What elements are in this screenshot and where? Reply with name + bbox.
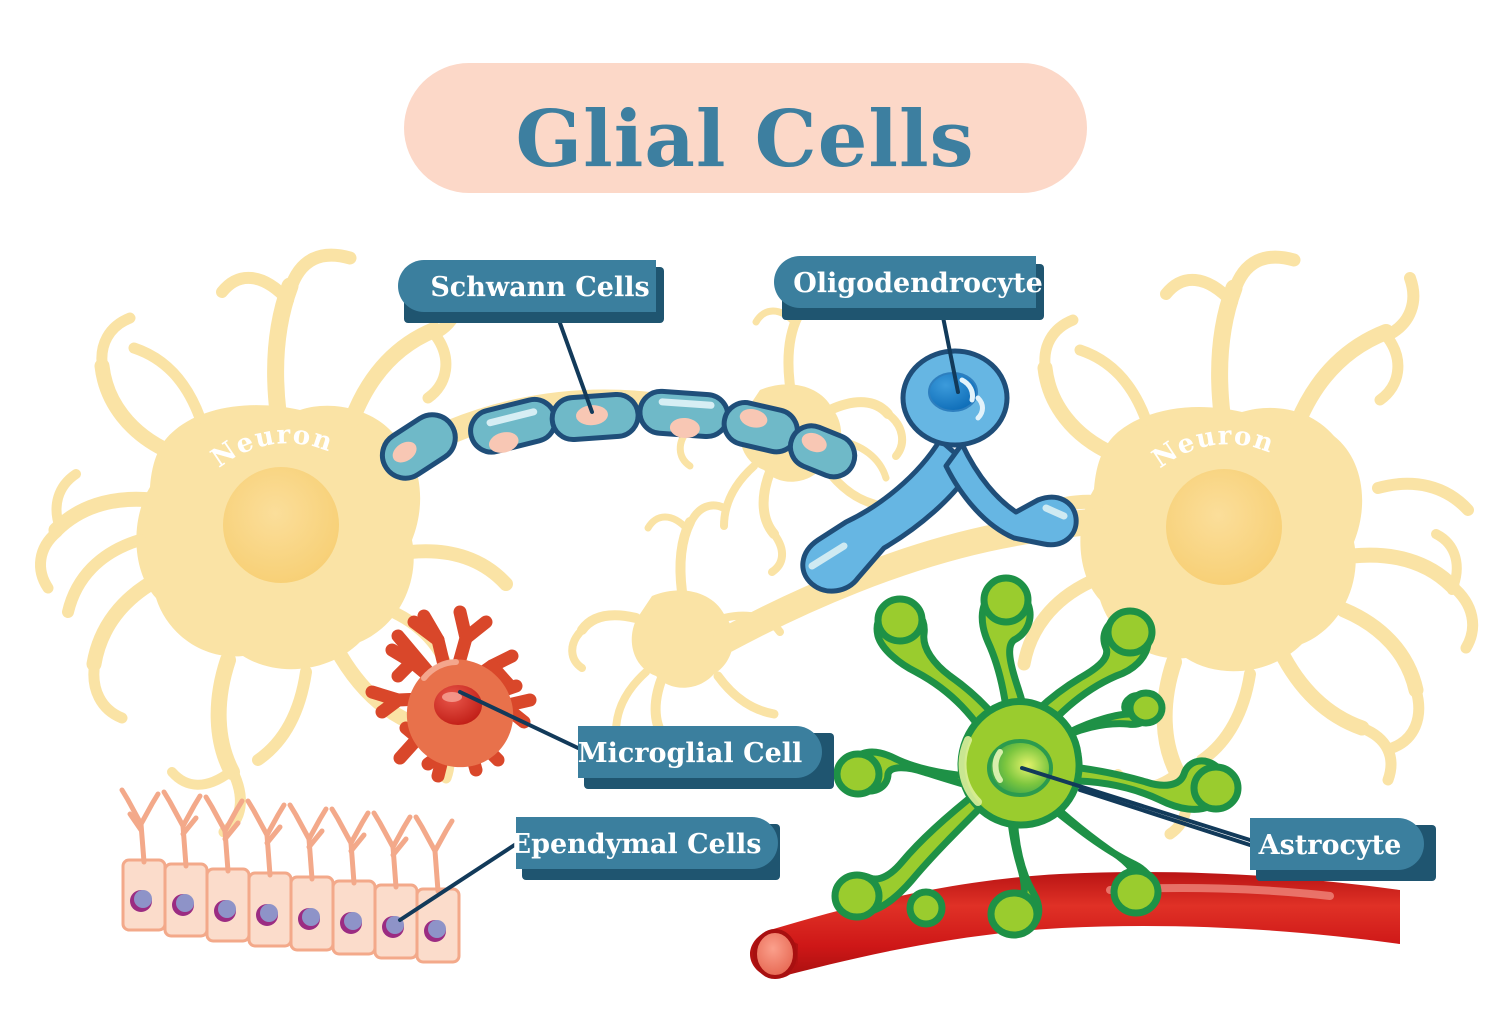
label-ependymal-cells[interactable]: Ependymal Cells [511,817,780,880]
astrocyte-end-foot [980,574,1032,626]
schwann-cell [721,400,800,455]
ependymal-cell [413,814,461,964]
label-oligodendrocyte-text: Oligodendrocyte [793,268,1043,299]
title-banner: Glial Cells [404,63,1087,193]
ependymal-cell [203,794,251,943]
astrocyte-end-foot [1126,689,1166,727]
microglial-cell [365,605,537,783]
oligodendrocyte-cell [800,348,1079,594]
label-ependymal-cells-text: Ependymal Cells [511,829,762,860]
ependymal-cell [287,802,335,952]
ependymal-cells-group [119,787,461,964]
astrocyte-end-foot [831,871,883,921]
astrocyte-end-foot [987,889,1041,939]
leader-line-astrocyte-2 [1078,788,1252,847]
label-microglial-cell[interactable]: Microglial Cell [578,726,834,789]
astrocyte-end-foot [1104,607,1156,657]
ependymal-cell [245,798,293,948]
neuron-right-nucleus [1166,469,1282,585]
label-oligodendrocyte[interactable]: Oligodendrocyte [774,256,1044,320]
label-background [1250,818,1424,870]
microglial-nucleus [434,685,482,725]
leader-line-astrocyte [1020,766,1252,842]
leader-line-schwann [554,310,594,414]
label-schwann-cells-text: Schwann Cells [430,272,649,303]
title-banner-background [404,63,1087,193]
astrocyte-end-foot [906,888,946,928]
label-background [516,817,778,869]
label-background [578,726,822,778]
astrocyte-end-foot [874,595,926,645]
astrocyte-end-foot [1190,763,1242,813]
leader-line-oligodendrocyte [940,310,960,394]
ependymal-cell [121,858,123,860]
page-title: Glial Cells [515,94,974,185]
ependymal-cell [161,789,209,938]
ependymal-cell [119,787,167,932]
label-background [398,260,656,312]
schwann-cell [379,412,458,481]
neuron-left: Neuron [35,248,513,838]
label-background [774,256,1036,308]
leader-line-ependymal [398,842,518,922]
schwann-cell [787,423,858,480]
leader-lines [398,310,1252,922]
leader-line-microglial [458,690,580,750]
astrocyte-cell [831,574,1242,939]
label-astrocyte-text: Astrocyte [1258,830,1402,861]
neuron-left-nucleus [223,467,339,583]
ependymal-cell [329,806,377,956]
astrocyte-end-foot [833,750,883,798]
label-microglial-cell-text: Microglial Cell [578,738,803,769]
neuron-small-lower [568,501,1145,782]
ependymal-cell [371,810,419,960]
schwann-cell [637,388,731,440]
label-schwann-cells[interactable]: Schwann Cells [398,260,664,323]
schwann-cell [549,391,641,443]
neuron-right: Neuron [1003,250,1479,840]
label-astrocyte[interactable]: Astrocyte [1250,818,1436,881]
schwann-cells-group [379,388,858,481]
axon-lower [713,506,1145,653]
blood-vessel-lumen [753,929,797,979]
astrocyte-end-foot [1110,867,1162,917]
schwann-cell [468,396,558,455]
